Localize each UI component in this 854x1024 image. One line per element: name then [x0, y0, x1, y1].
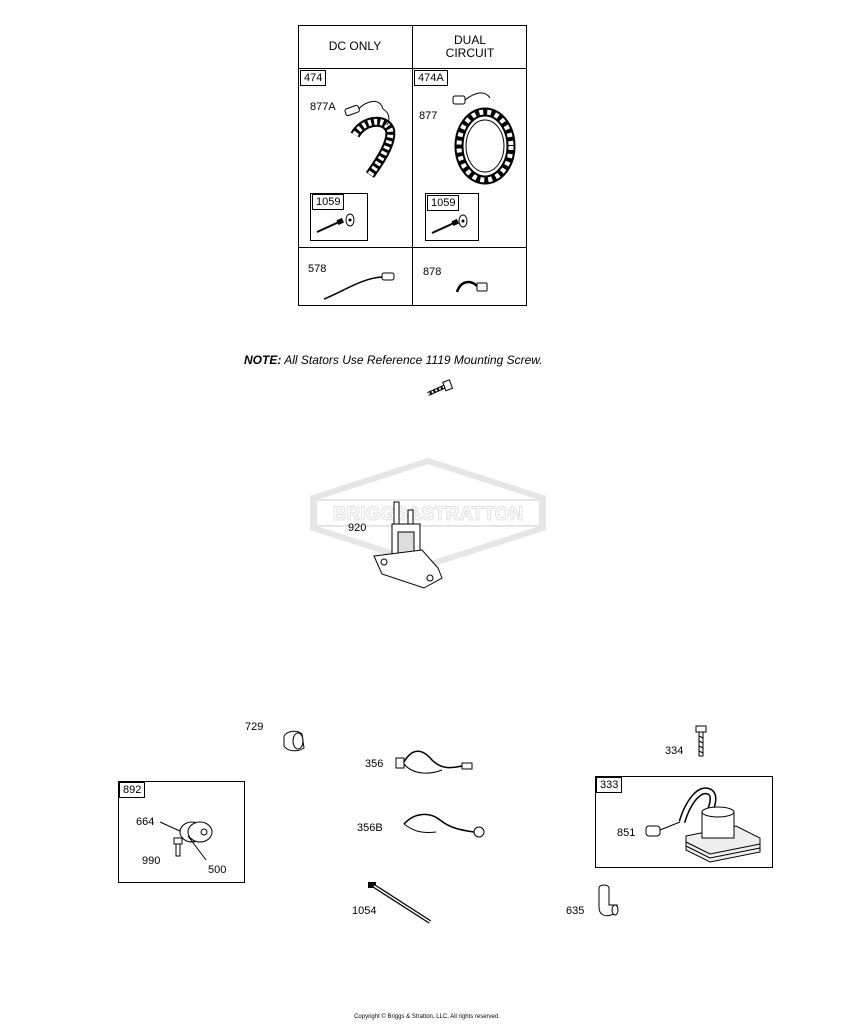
part-label-920: 920: [348, 522, 367, 534]
note-prefix: NOTE:: [244, 353, 282, 367]
header-dual-circuit: DUAL CIRCUIT: [413, 34, 527, 60]
solenoid-920-drawing: [373, 501, 443, 589]
header-dual-line2: CIRCUIT: [445, 46, 495, 60]
part-label-356b: 356B: [357, 822, 383, 834]
cable-356-drawing: [395, 750, 473, 774]
header-dual-line1: DUAL: [453, 33, 486, 47]
group-label-892: 892: [119, 782, 146, 798]
mounting-screw-1119-drawing: [427, 379, 454, 396]
note-text: All Stators Use Reference 1119 Mounting …: [281, 353, 543, 367]
stator-877-drawing: [452, 92, 516, 185]
cable-356b-drawing: [403, 813, 485, 838]
grommet-729-drawing: [283, 730, 305, 752]
watermark-text: BRIGGS&STRATTON: [333, 504, 523, 525]
kit-label-1059-right: 1059: [427, 195, 460, 211]
part-label-578: 578: [308, 263, 327, 275]
table-divider-vertical: [412, 25, 413, 306]
table-divider-header: [298, 68, 527, 69]
part-label-878: 878: [423, 266, 442, 278]
screw-washer-right: [431, 214, 468, 234]
screw-334-drawing: [695, 725, 707, 757]
screw-washer-left: [316, 213, 355, 233]
part-label-877: 877: [419, 110, 438, 122]
lead-578-drawing: [323, 272, 395, 300]
ignition-coil-group-box: [595, 776, 773, 868]
kit-1059-box-right: [425, 193, 479, 241]
kit-label-1059-left: 1059: [312, 194, 345, 210]
part-label-356: 356: [365, 758, 384, 770]
part-label-334: 334: [665, 745, 684, 757]
part-label-729: 729: [245, 721, 264, 733]
part-label-500: 500: [208, 864, 227, 876]
stator-877a-drawing: [344, 101, 396, 178]
part-label-877a: 877A: [310, 101, 336, 113]
coil-333-drawing: [645, 787, 761, 863]
stator-note: NOTE: All Stators Use Reference 1119 Mou…: [244, 353, 543, 367]
part-label-1054: 1054: [352, 905, 377, 917]
part-label-990: 990: [142, 855, 161, 867]
group-label-474: 474: [300, 70, 327, 86]
lead-878-drawing: [455, 280, 488, 293]
part-label-635: 635: [566, 905, 585, 917]
group-label-474a: 474A: [414, 70, 448, 86]
kit-1059-box-left: [310, 193, 368, 241]
group-label-333: 333: [596, 777, 623, 793]
boot-635-drawing: [598, 884, 619, 917]
table-divider-lead: [298, 247, 527, 248]
part-label-851: 851: [617, 827, 636, 839]
copyright: Copyright © Briggs & Stratton, LLC. All …: [354, 1014, 500, 1020]
part-label-664: 664: [136, 816, 155, 828]
ignition-switch-group-box: [118, 781, 245, 883]
header-dc-only: DC ONLY: [328, 39, 382, 53]
key-switch-drawing: [159, 821, 213, 861]
cable-tie-1054-drawing: [368, 882, 432, 924]
